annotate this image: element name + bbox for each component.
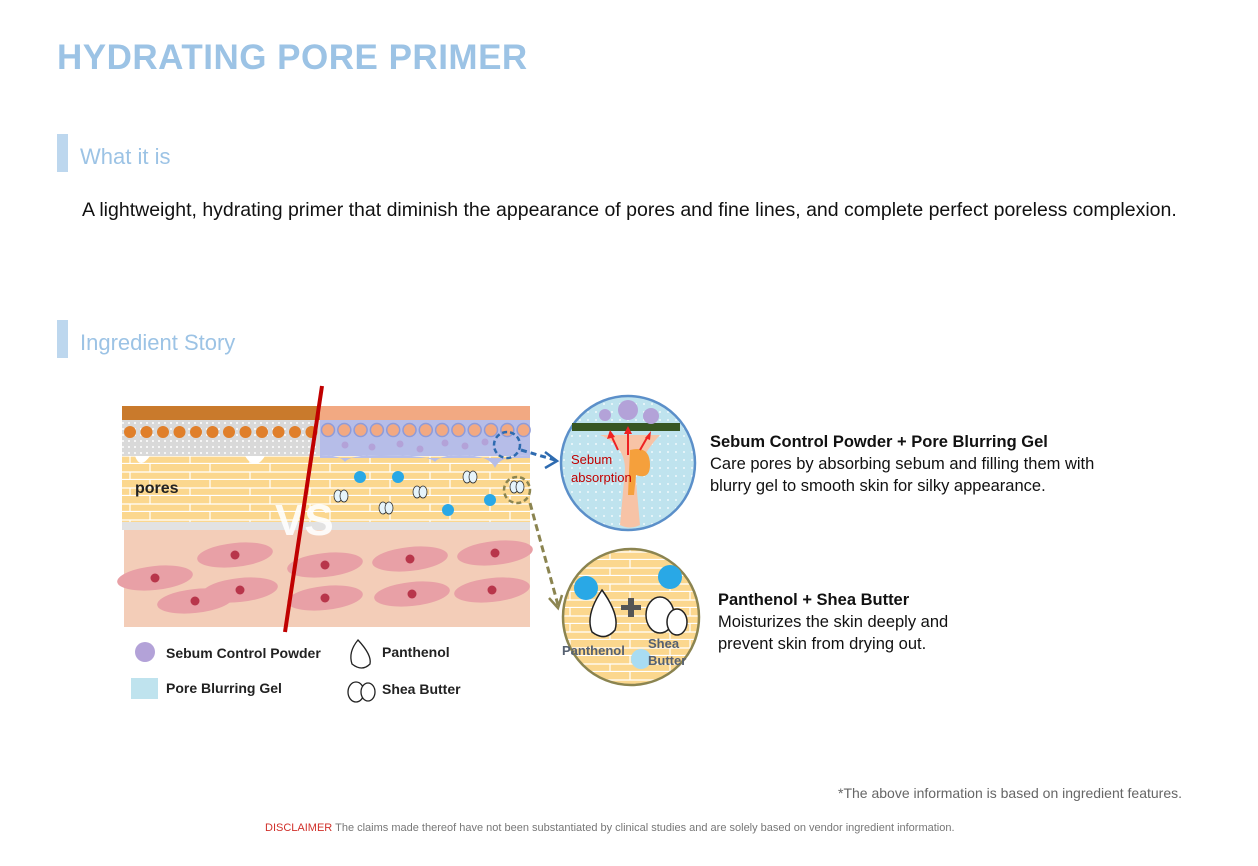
benefit-line: Moisturizes the skin deeply and xyxy=(718,613,948,631)
sebum-powder-particle xyxy=(481,438,489,446)
sebum-powder-icon xyxy=(135,642,155,662)
panthenol-particle xyxy=(442,504,454,516)
skin-bead xyxy=(320,422,336,438)
sebum-powder-particle xyxy=(341,441,349,449)
section-marker xyxy=(57,320,68,358)
skin-top-left xyxy=(122,406,322,420)
cell-nucleus xyxy=(487,585,497,595)
sebum-powder-particle xyxy=(396,440,404,448)
sebum-powder-particle xyxy=(461,442,469,450)
skin-bead xyxy=(467,422,482,438)
skin-bead xyxy=(451,422,466,438)
cell-nucleus xyxy=(235,585,245,595)
sebum-powder-particle xyxy=(416,445,424,453)
disclaimer-text: The claims made thereof have not been su… xyxy=(332,822,955,834)
cell-nucleus xyxy=(230,550,240,560)
skin-bead xyxy=(239,426,252,438)
shea-small-label: Shea xyxy=(648,636,680,651)
divider-line xyxy=(283,385,324,633)
pores-label: pores xyxy=(135,480,179,497)
skin-bead xyxy=(418,422,434,438)
skin-top-right xyxy=(320,406,530,420)
ingredient-particles xyxy=(333,470,525,516)
benefit-title-2: Panthenol + Shea Butter xyxy=(718,591,910,609)
benefit-line: blurry gel to smooth skin for silky appe… xyxy=(710,477,1046,495)
legend-panthenol: Panthenol xyxy=(382,644,450,660)
disclaimer: DISCLAIMER The claims made thereof have … xyxy=(265,822,955,834)
shea-butter-icon xyxy=(347,681,376,703)
skin-bead xyxy=(353,422,368,438)
butter-small-label: Butter xyxy=(648,653,686,668)
skin-bead xyxy=(500,422,515,438)
sebum-powder-particle xyxy=(441,439,449,447)
skin-bead xyxy=(385,422,401,438)
legend-sebum: Sebum Control Powder xyxy=(166,645,321,661)
cell-nucleus xyxy=(320,593,330,603)
cell-nucleus xyxy=(320,560,330,570)
panthenol-particle xyxy=(392,471,404,483)
skin-bead xyxy=(337,422,352,438)
skin-bead xyxy=(483,422,499,438)
disclaimer-label: DISCLAIMER xyxy=(265,822,333,834)
shea-butter-particle xyxy=(384,501,394,515)
sebum-label: Sebum xyxy=(571,452,612,467)
section-marker xyxy=(57,134,68,172)
skin-bead xyxy=(516,422,531,438)
shea-butter-particle xyxy=(339,489,349,503)
description: A lightweight, hydrating primer that dim… xyxy=(82,199,1177,221)
shea-butter-particle xyxy=(468,470,478,484)
cell-nucleus xyxy=(405,554,415,564)
benefit-title-1: Sebum Control Powder + Pore Blurring Gel xyxy=(710,433,1048,451)
benefit-line: Care pores by absorbing sebum and fillin… xyxy=(710,455,1094,473)
footnote: *The above information is based on ingre… xyxy=(838,785,1182,801)
skin-bead xyxy=(434,422,450,438)
skin-bead xyxy=(289,426,301,438)
skin-bead xyxy=(272,426,285,438)
skin-bead xyxy=(256,426,268,438)
skin-bead xyxy=(173,426,186,438)
gel-icon xyxy=(131,678,158,699)
panthenol-icon xyxy=(350,639,371,669)
skin-bead xyxy=(124,426,136,438)
section-heading-what: What it is xyxy=(80,144,171,169)
legend-gel: Pore Blurring Gel xyxy=(166,680,282,696)
epidermis xyxy=(122,456,530,522)
skin-bead xyxy=(402,422,417,438)
panthenol-particle xyxy=(354,471,366,483)
cell-nucleus xyxy=(490,548,500,558)
skin-bead xyxy=(369,422,385,438)
skin-bead xyxy=(223,426,235,438)
section-heading-story: Ingredient Story xyxy=(80,330,236,355)
benefit-line: prevent skin from drying out. xyxy=(718,635,926,653)
dermis-cells xyxy=(117,540,533,614)
shea-butter-particle xyxy=(515,480,525,494)
skin-bead xyxy=(206,426,219,438)
panthenol-particle xyxy=(484,494,496,506)
skin-bead xyxy=(190,426,202,438)
skin-bead xyxy=(140,426,153,438)
cell-nucleus xyxy=(407,589,417,599)
sebum-powder-particle xyxy=(368,443,376,451)
shea-butter-particle xyxy=(418,485,428,499)
absorption-label: absorption xyxy=(571,470,632,485)
cell-nucleus xyxy=(150,573,160,583)
cell-nucleus xyxy=(190,596,200,606)
page-title: HYDRATING PORE PRIMER xyxy=(57,38,528,77)
skin-bead xyxy=(157,426,169,438)
legend-shea: Shea Butter xyxy=(382,681,461,697)
panthenol-small-label: Panthenol xyxy=(562,643,625,658)
